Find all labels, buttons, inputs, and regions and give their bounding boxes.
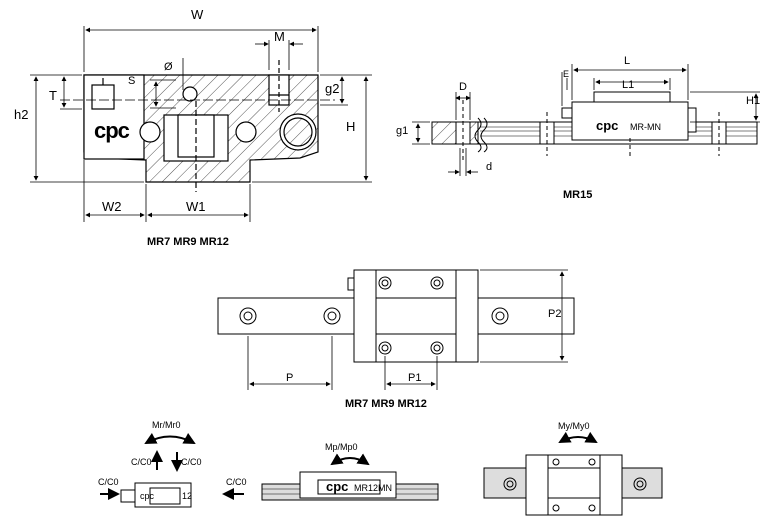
load-diagram-yaw xyxy=(483,431,663,516)
side-view-model: MR-MN xyxy=(630,122,661,132)
mp-brand: cpc xyxy=(326,479,349,494)
dim-D: D xyxy=(459,81,467,93)
grease-nipple xyxy=(91,84,115,110)
label-My: My/My0 xyxy=(558,421,590,431)
dim-g2: g2 xyxy=(325,81,340,96)
ball-left xyxy=(139,121,161,143)
dim-T: T xyxy=(49,88,57,103)
side-view-dimensions xyxy=(412,64,760,176)
dim-g1: g1 xyxy=(396,125,409,137)
side-block xyxy=(571,101,689,141)
label-C-down: C/C0 xyxy=(181,457,202,467)
side-view-brand: cpc xyxy=(596,118,619,133)
small-model: 12 xyxy=(182,491,193,501)
dim-W2: W2 xyxy=(102,199,122,214)
label-C-left: C/C0 xyxy=(98,477,119,487)
label-C-up: C/C0 xyxy=(131,457,152,467)
retainer-pin xyxy=(182,86,198,102)
label-Mp: Mp/Mp0 xyxy=(325,442,358,452)
dim-H1: H1 xyxy=(746,95,761,107)
dim-S: S xyxy=(128,75,136,87)
label-C-right: C/C0 xyxy=(226,477,247,487)
top-view-dimensions xyxy=(247,269,568,390)
cross-section-dimensions xyxy=(30,26,372,222)
dim-P2: P2 xyxy=(548,308,562,320)
dim-phi: Ø xyxy=(164,61,173,73)
dim-P: P xyxy=(286,372,294,384)
dim-L: L xyxy=(624,55,631,67)
cross-section-view xyxy=(60,60,335,192)
side-view-mr15 xyxy=(431,91,758,160)
caption-side-view: MR15 xyxy=(563,189,593,201)
load-diagram-radial xyxy=(100,432,244,508)
ball-right xyxy=(235,121,257,143)
dim-W1: W1 xyxy=(186,199,206,214)
load-diagram-pitch xyxy=(261,453,439,501)
caption-cross-section: MR7 MR9 MR12 xyxy=(147,236,229,248)
block-holes xyxy=(378,276,444,355)
dim-L1: L1 xyxy=(622,79,635,91)
dim-h2: h2 xyxy=(14,107,29,122)
mp-model: MR12MN xyxy=(354,483,393,493)
dim-P1: P1 xyxy=(408,372,422,384)
cross-section-brand: cpc xyxy=(94,118,130,143)
dim-d: d xyxy=(486,161,493,173)
dim-E: E xyxy=(563,69,570,79)
top-view xyxy=(217,269,575,363)
dim-H: H xyxy=(346,119,356,134)
dim-W: W xyxy=(191,7,204,22)
caption-top-view: MR7 MR9 MR12 xyxy=(345,398,427,410)
rail-holes xyxy=(239,307,509,325)
dim-M: M xyxy=(274,29,285,44)
label-Mr: Mr/Mr0 xyxy=(152,420,181,430)
small-brand: cpc xyxy=(140,491,155,501)
